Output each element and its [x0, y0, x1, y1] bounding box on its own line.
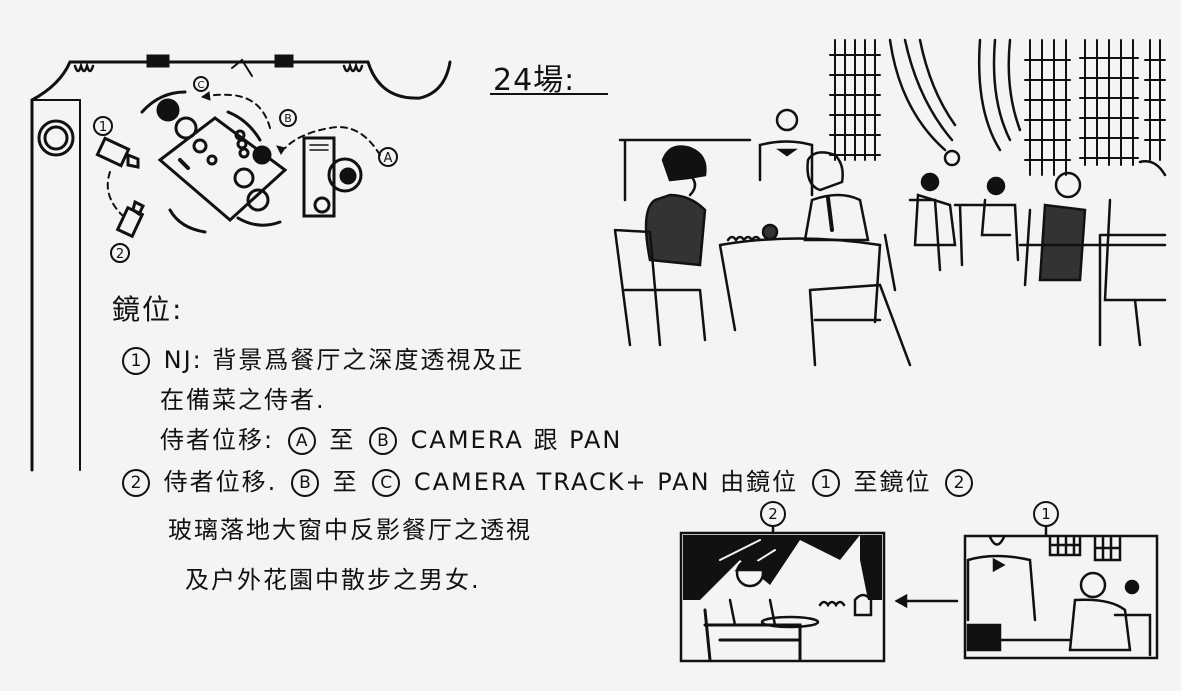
shot-2-line-2: 玻璃落地大窗中反影餐厅之透視 — [168, 516, 532, 544]
position-c-marker: C — [372, 469, 401, 497]
scene-title: 24場: — [493, 63, 576, 98]
camera-instruction: CAMERA TRACK+ PAN 由鏡位 — [413, 468, 799, 496]
title-underline — [490, 93, 608, 95]
frame-1-label: 1 — [1033, 501, 1059, 527]
position-b-marker: B — [369, 427, 398, 455]
shot-1-description: NJ: 背景爲餐厅之深度透視及正 — [163, 346, 525, 374]
position-a-marker: A — [287, 427, 316, 455]
floor-plan-diagram: 1 2 A B C — [30, 54, 452, 472]
frame-1 — [963, 534, 1159, 660]
camera-1-label: 1 — [99, 120, 107, 135]
shot-1-line-2: 在備菜之侍者. — [160, 386, 326, 414]
to-connector: 至鏡位 — [853, 468, 932, 496]
camera-pos-2-marker: 2 — [945, 469, 974, 497]
camera-2-label: 2 — [116, 247, 124, 262]
waiter-move-label: 侍者位移. — [163, 468, 278, 496]
shot-2-line-1: 2 侍者位移. B 至 C CAMERA TRACK+ PAN 由鏡位 1 至鏡… — [118, 462, 977, 497]
shot-2-line-3: 及户外花園中散步之男女. — [185, 566, 481, 594]
to-connector: 至 — [332, 468, 359, 496]
camera-pos-1-marker: 1 — [811, 469, 840, 497]
position-a-label: A — [384, 151, 393, 166]
to-connector: 至 — [329, 426, 356, 454]
notes-heading: 鏡位: — [112, 293, 184, 326]
position-c-label: C — [198, 80, 205, 91]
shot-2-number: 2 — [122, 469, 150, 497]
camera-instruction: CAMERA 跟 PAN — [410, 426, 623, 454]
shot-1-line-1: 1 NJ: 背景爲餐厅之深度透視及正 — [118, 340, 524, 375]
position-b-marker: B — [290, 469, 319, 497]
position-b-label: B — [284, 112, 292, 125]
restaurant-sketch — [613, 38, 1167, 367]
frame-2 — [679, 531, 886, 663]
shot-1-line-3: 侍者位移: A 至 B CAMERA 跟 PAN — [160, 420, 622, 455]
waiter-move-label: 侍者位移: — [160, 426, 275, 454]
shot-1-number: 1 — [122, 347, 150, 375]
